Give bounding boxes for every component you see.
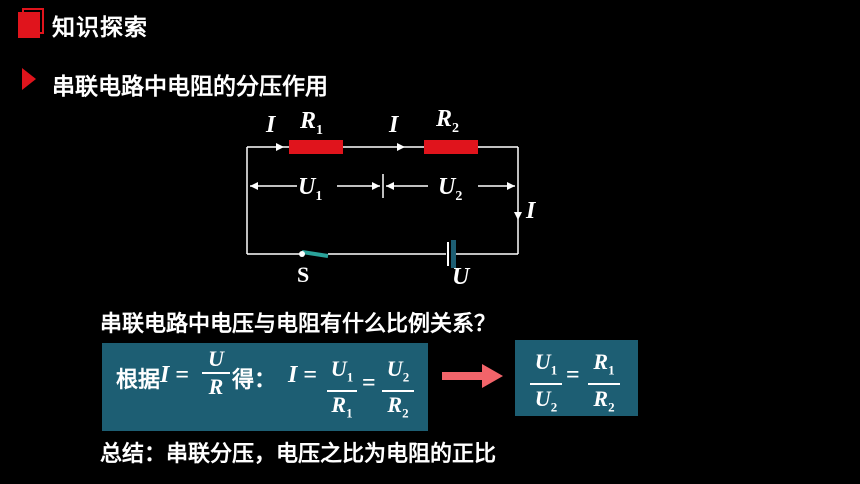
fraction-u2-over-r2: U2 R2	[382, 356, 414, 427]
switch-label: S	[297, 262, 310, 287]
formula-i2: I =	[288, 362, 318, 388]
fraction-u1-over-r1: U1 R1	[327, 356, 357, 427]
u1-label: U1	[298, 174, 323, 204]
fraction-u-over-r: U R	[202, 346, 230, 400]
r2-label: R2	[436, 106, 460, 136]
summary-text: 总结：串联分压，电压之比为电阻的正比	[100, 442, 497, 467]
current-label-3: I	[526, 198, 536, 224]
page-title: 知识探索	[52, 15, 148, 41]
current-label-1: I	[266, 112, 276, 138]
formula-i: I =	[160, 362, 190, 388]
header-icon	[18, 8, 44, 38]
result-eq: =	[566, 362, 580, 388]
derivation-box	[102, 343, 428, 431]
formula-eq: =	[362, 370, 376, 396]
result-fraction-r: R1 R2	[588, 348, 620, 421]
result-fraction-u: U1 U2	[530, 348, 562, 421]
question-text: 串联电路中电压与电阻有什么比例关系？	[100, 312, 497, 337]
play-bullet-icon	[22, 68, 36, 90]
resistor-r1	[289, 140, 343, 154]
source-label: U	[452, 264, 470, 290]
u2-label: U2	[438, 174, 463, 204]
r1-label: R1	[300, 108, 324, 138]
current-label-2: I	[389, 112, 399, 138]
resistor-r2	[424, 140, 478, 154]
section-subtitle: 串联电路中电阻的分压作用	[52, 74, 328, 100]
result-box	[515, 340, 638, 416]
derivation-de: 得：	[232, 368, 277, 393]
switch-icon	[299, 250, 329, 258]
derivation-prefix: 根据	[116, 368, 161, 393]
right-arrow-icon	[442, 364, 503, 388]
